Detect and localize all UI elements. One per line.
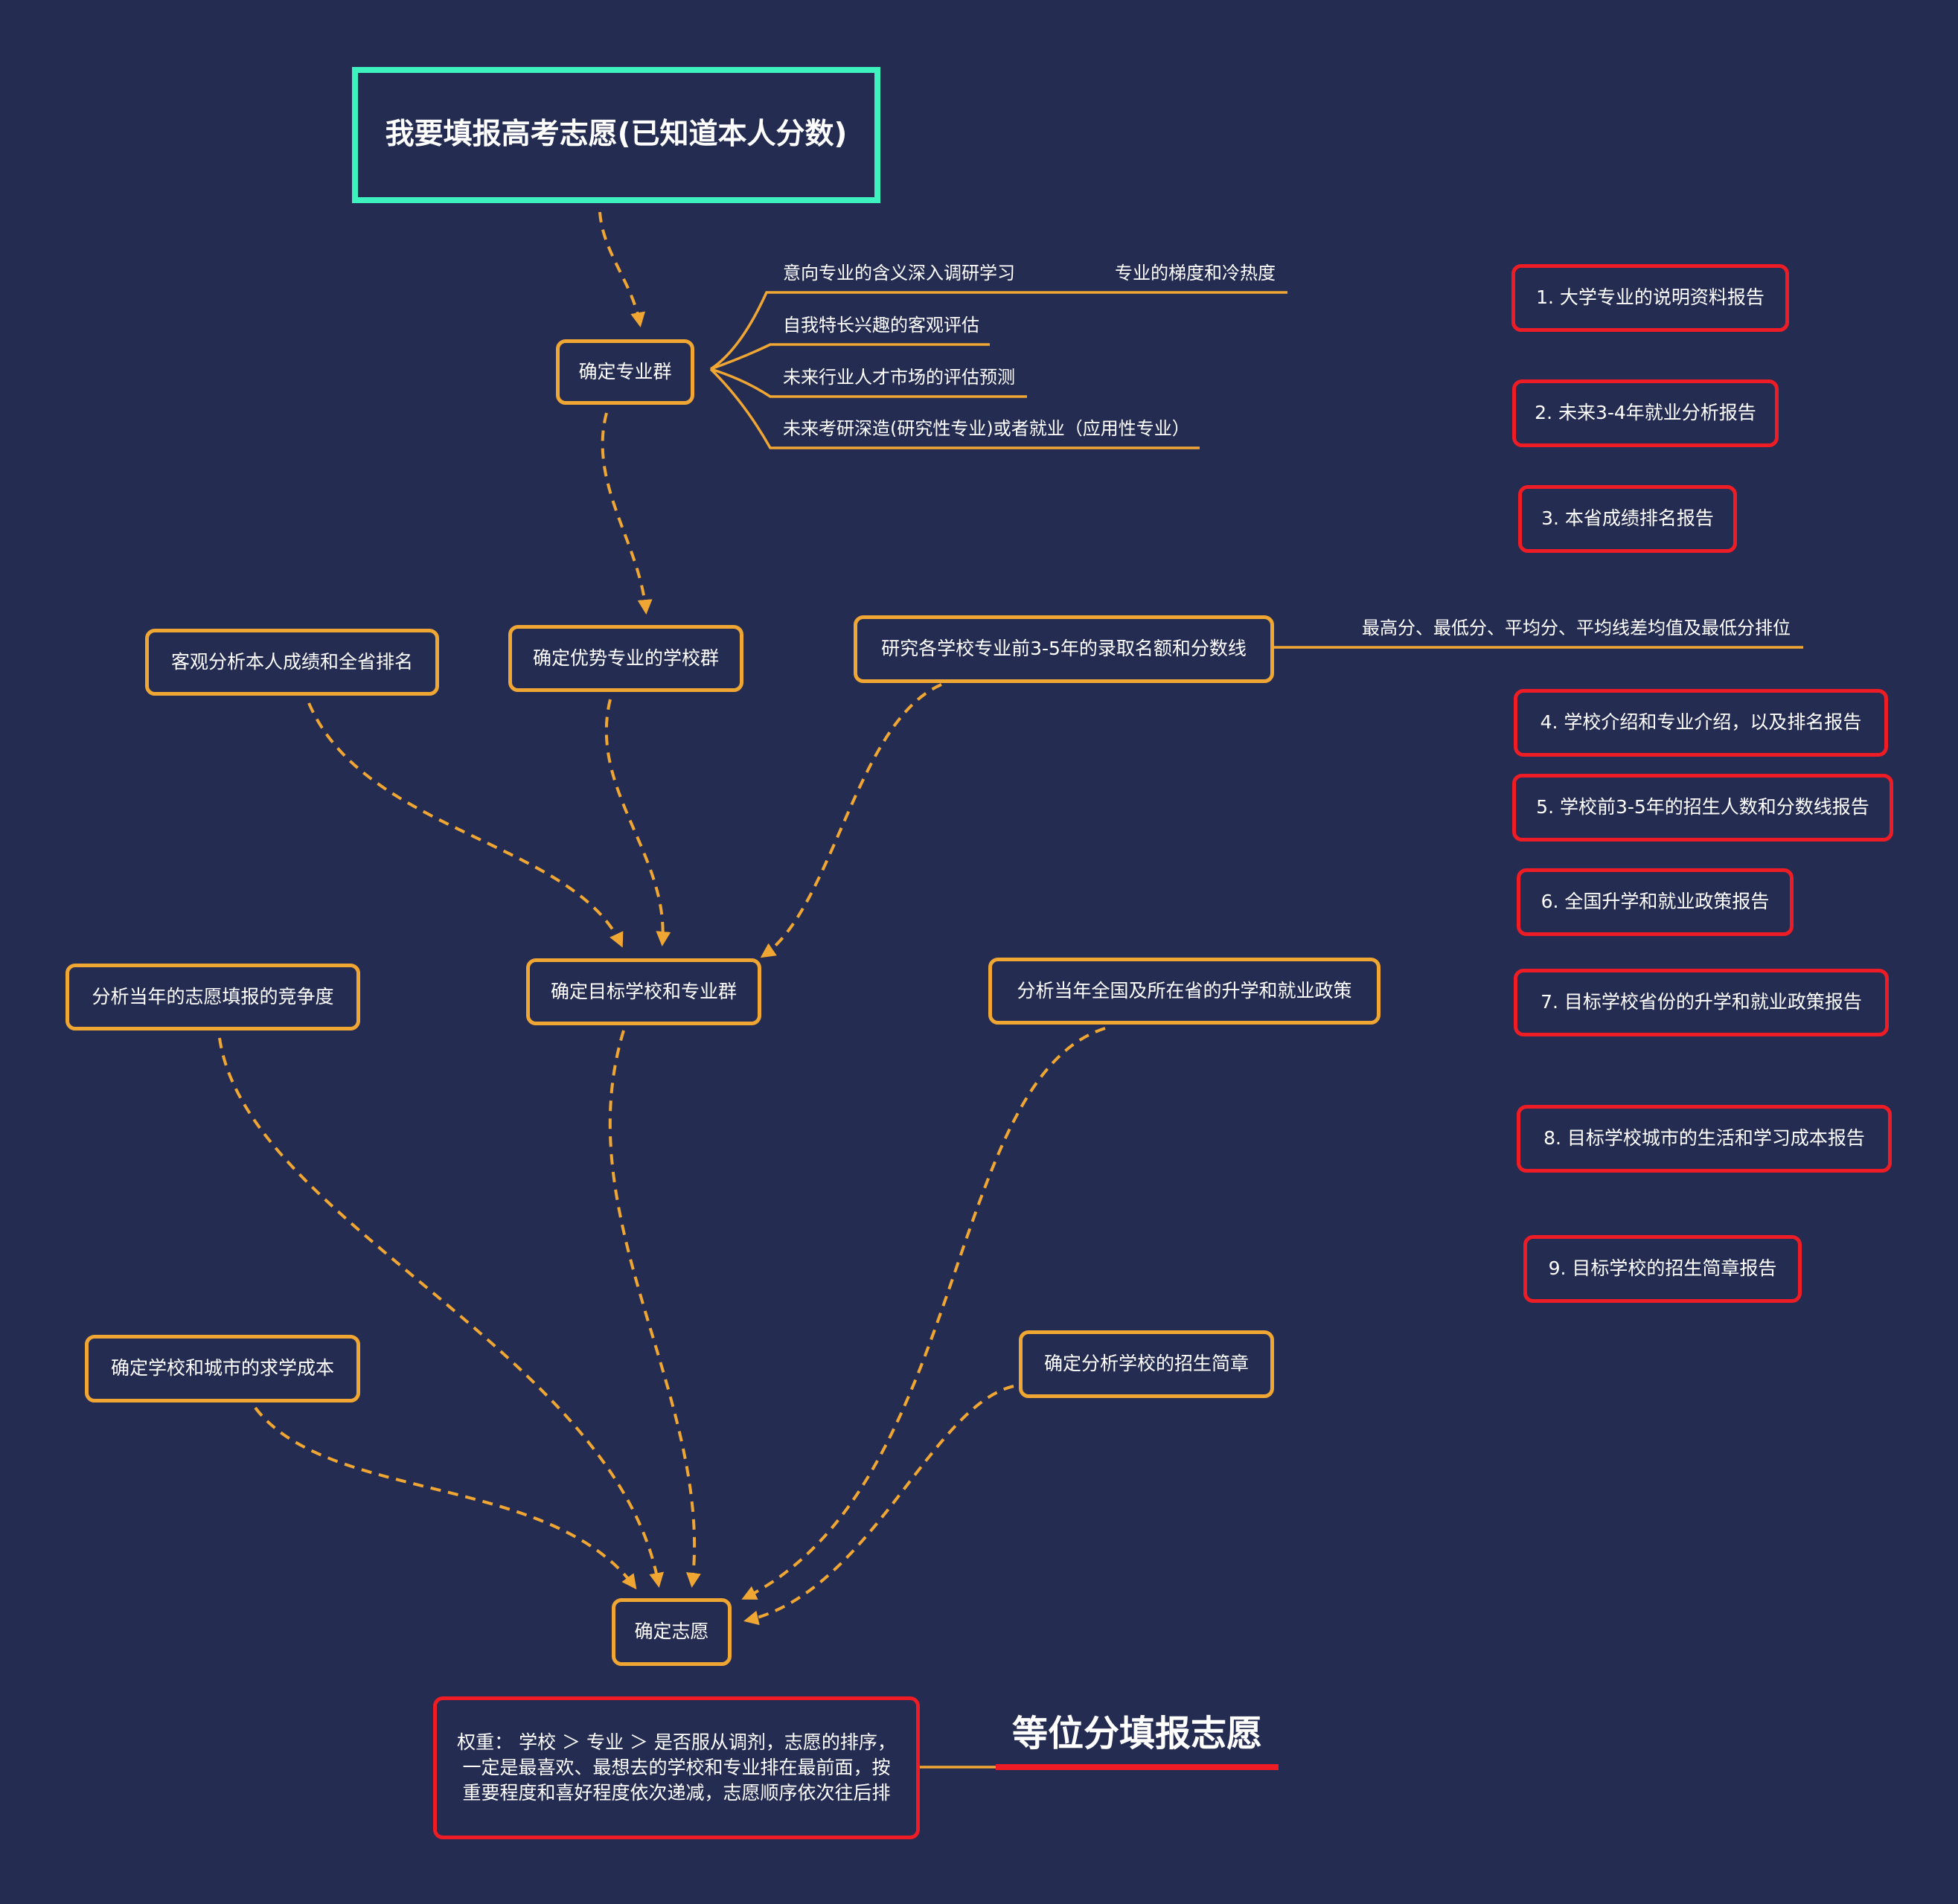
branch-label-4: 未来考研深造(研究性专业)或者就业（应用性专业）	[783, 418, 1190, 439]
weight-note-box[interactable]: 权重： 学校 ＞ 专业 ＞ 是否服从调剂，志愿的排序，一定是最喜欢、最想去的学校…	[433, 1696, 920, 1839]
link-brochure-to-final	[743, 1385, 1014, 1626]
report-5[interactable]: 5. 学校前3-5年的招生人数和分数线报告	[1512, 774, 1893, 842]
report-9[interactable]: 9. 目标学校的招生简章报告	[1523, 1235, 1802, 1303]
research-admission-node[interactable]: 研究各学校专业前3-5年的录取名额和分数线	[854, 615, 1274, 683]
branch-line-2	[710, 343, 990, 371]
admission-detail-label: 最高分、最低分、平均分、平均线差均值及最低分排位	[1362, 618, 1791, 638]
link-advantage-to-target	[604, 699, 671, 946]
brochure-node[interactable]: 确定分析学校的招生简章	[1019, 1330, 1274, 1398]
branch-label-1b: 专业的梯度和冷热度	[1115, 263, 1276, 283]
link-rank-to-target	[307, 702, 624, 948]
weight-note-text: 权重： 学校 ＞ 专业 ＞ 是否服从调剂，志愿的排序，一定是最喜欢、最想去的学校…	[457, 1731, 896, 1804]
branch-line-1	[710, 291, 1287, 371]
report-7[interactable]: 7. 目标学校省份的升学和就业政策报告	[1514, 969, 1889, 1036]
report-3[interactable]: 3. 本省成绩排名报告	[1518, 485, 1737, 553]
final-node[interactable]: 确定志愿	[612, 1598, 732, 1666]
competition-node[interactable]: 分析当年的志愿填报的竞争度	[65, 964, 360, 1030]
link-root-to-major	[598, 211, 646, 327]
equal-score-label: 等位分填报志愿	[1012, 1713, 1263, 1754]
analyze-rank-node[interactable]: 客观分析本人成绩和全省排名	[145, 629, 439, 696]
branch-label-3: 未来行业人才市场的评估预测	[783, 367, 1015, 388]
branch-line-4	[709, 368, 1200, 449]
policy-node[interactable]: 分析当年全国及所在省的升学和就业政策	[988, 958, 1380, 1025]
branch-line-3	[710, 368, 1027, 398]
advantage-schools-node[interactable]: 确定优势专业的学校群	[508, 625, 743, 692]
report-6[interactable]: 6. 全国升学和就业政策报告	[1517, 868, 1794, 936]
cost-node[interactable]: 确定学校和城市的求学成本	[85, 1335, 360, 1403]
root-title-box[interactable]: 我要填报高考志愿(已知道本人分数)	[352, 67, 880, 203]
link-competition-to-final	[218, 1037, 665, 1588]
link-cost-to-final	[254, 1406, 637, 1590]
branch-label-1: 意向专业的含义深入调研学习	[783, 263, 1015, 283]
major-group-node[interactable]: 确定专业群	[556, 339, 694, 405]
branch-label-2: 自我特长兴趣的客观评估	[783, 315, 979, 336]
target-school-node[interactable]: 确定目标学校和专业群	[526, 958, 761, 1025]
report-8[interactable]: 8. 目标学校城市的生活和学习成本报告	[1517, 1105, 1892, 1173]
link-major-to-advantage	[601, 412, 653, 615]
link-target-to-final	[608, 1030, 701, 1588]
report-2[interactable]: 2. 未来3-4年就业分析报告	[1512, 379, 1779, 447]
link-research-to-target	[760, 683, 942, 958]
report-4[interactable]: 4. 学校介绍和专业介绍，以及排名报告	[1514, 689, 1888, 757]
report-1[interactable]: 1. 大学专业的说明资料报告	[1511, 264, 1789, 332]
link-policy-to-final	[741, 1027, 1106, 1600]
root-title: 我要填报高考志愿(已知道本人分数)	[385, 118, 848, 152]
